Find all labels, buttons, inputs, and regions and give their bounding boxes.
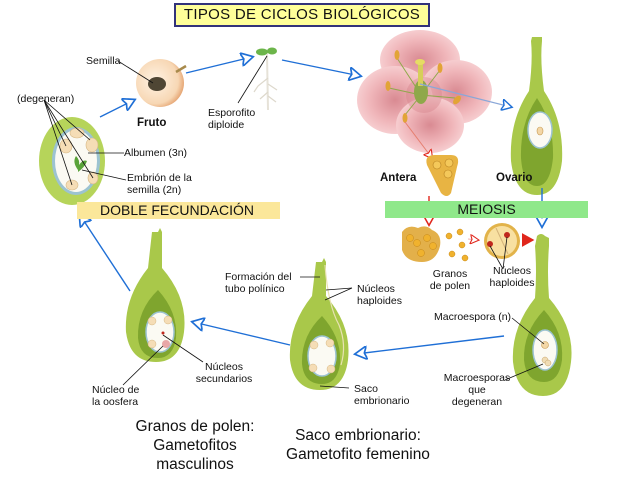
- flower-illustration: [357, 30, 511, 158]
- label-nucleos-haploides-2: haploides: [489, 277, 535, 289]
- label-semilla: Semilla: [86, 55, 121, 67]
- label-nucleos-secundarios-2: secundarios: [195, 373, 253, 385]
- label-fruto: Fruto: [137, 117, 167, 129]
- label-macroespora: Macroespora (n): [434, 311, 512, 323]
- doble-fecundacion-label: DOBLE FECUNDACIÓN: [100, 202, 255, 218]
- fruit-illustration: [117, 59, 187, 107]
- label-embrion-2: semilla (2n): [127, 184, 182, 196]
- caption-saco-line-2: Gametofito femenino: [286, 446, 430, 463]
- label-formacion-2: tubo polínico: [225, 283, 285, 295]
- label-nucleos-haploides-1: Núcleos: [493, 265, 531, 277]
- label-nucleo-oosfera-1: Núcleo de: [92, 384, 140, 396]
- meiosis-band: [385, 201, 588, 218]
- diagram-title: TIPOS DE CICLOS BIOLÓGICOS: [174, 3, 430, 27]
- ovule-macrospore-illustration: [356, 234, 572, 396]
- label-saco-2: embrionario: [354, 395, 410, 407]
- pollen-grains-illustration: [402, 223, 535, 270]
- label-nucleo-oosfera-2: la oosfera: [92, 396, 139, 408]
- caption-granos-line-3: masculinos: [156, 456, 234, 473]
- label-degeneran: (degeneran): [17, 93, 75, 105]
- label-albumen: Albumen (3n): [124, 147, 188, 159]
- doble-fecundacion-band: [77, 202, 280, 219]
- meiosis-label: MEIOSIS: [457, 201, 516, 217]
- caption-granos-de-polen: Granos de polen: Gametofitos masculinos: [120, 417, 270, 474]
- arrow-seed-to-fruit: [99, 100, 134, 118]
- label-embrion-1: Embrión de la: [127, 172, 192, 184]
- caption-saco-line-1: Saco embrionario:: [295, 427, 421, 444]
- ovary-illustration: [510, 37, 563, 226]
- arrow-fruit-to-seedling: [185, 57, 252, 74]
- label-antera: Antera: [380, 172, 417, 184]
- label-esporofito-2: diploide: [208, 119, 245, 131]
- anther-illustration: [426, 155, 459, 196]
- ovule-fertilized-illustration: [80, 215, 204, 386]
- label-formacion-1: Formación del: [225, 271, 292, 283]
- seedling-illustration: [237, 47, 278, 111]
- label-macroesporas-3: degeneran: [451, 396, 503, 408]
- label-nucleos-haploides-tube-2: haploides: [357, 295, 402, 307]
- label-nucleos-secundarios-1: Núcleos: [205, 361, 243, 373]
- label-nucleos-haploides-tube-1: Núcleos: [357, 283, 395, 295]
- label-granos-2: de polen: [429, 280, 471, 292]
- caption-granos-line-1: Granos de polen:: [135, 418, 255, 435]
- arrow-seedling-to-flower: [281, 59, 360, 76]
- ovule-pollen-tube-illustration: [193, 258, 353, 390]
- label-macroesporas-1: Macroesporas: [443, 372, 511, 384]
- label-granos-1: Granos: [432, 268, 468, 280]
- seed-illustration: [39, 99, 127, 205]
- label-ovario: Ovario: [496, 172, 533, 184]
- label-saco-1: Saco: [354, 383, 378, 395]
- caption-granos-line-2: Gametofitos: [153, 437, 237, 454]
- label-esporofito-1: Esporofito: [208, 107, 256, 119]
- label-macroesporas-2: que: [468, 384, 486, 396]
- caption-saco-embrionario: Saco embrionario: Gametofito femenino: [276, 426, 440, 464]
